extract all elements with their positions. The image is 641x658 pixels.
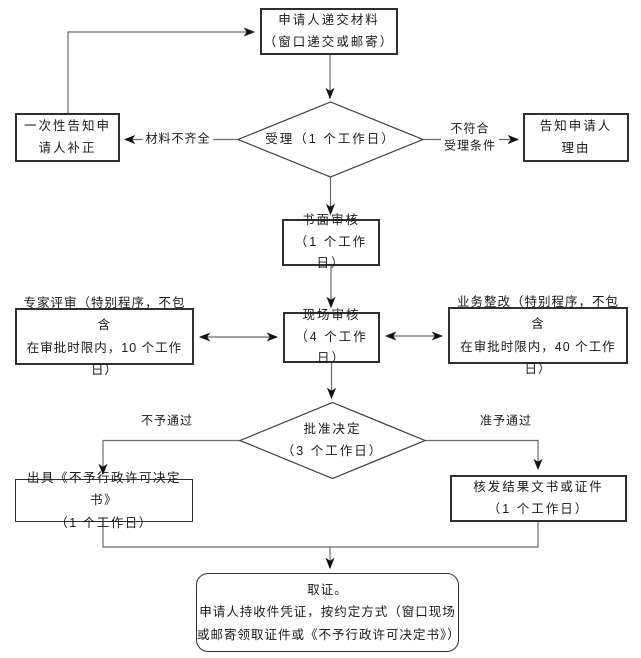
flowchart-node-written-review: 书面审核 （1 个工作日）	[282, 213, 380, 270]
node-text-line: 告知申请人	[539, 118, 613, 133]
flowchart-node-onsite-review: 现场审核 （4 个工作日）	[283, 308, 380, 365]
node-text-line: 一次性告知申	[23, 118, 111, 133]
flowchart-node-approval-decision: 批准决定 （3 个工作日）	[255, 413, 410, 468]
node-text-line: （1 个工作日）	[487, 501, 590, 516]
node-text-line: （4 个工作日）	[295, 329, 368, 366]
flowchart-node-accept-decision: 受理（1 个工作日）	[253, 112, 408, 167]
node-text-line: 现场审核	[302, 307, 361, 322]
node-text-line: 书面审核	[301, 212, 360, 227]
decision-diamond-shape	[238, 401, 427, 480]
flowchart-node-rectification: 业务整改（特别程序，不包含 在审批时限内，40 个工作日）	[448, 295, 628, 376]
node-text-line: 受理（1 个工作日）	[265, 131, 396, 146]
node-text-line: 业务整改（特别程序，不包含	[456, 294, 619, 332]
flowchart-node-obtain-certificate: 取证。 申请人持收件凭证，按约定方式（窗口现场 或邮寄领取证件或《不予行政许可决…	[196, 573, 461, 652]
accept-diamond-shape	[236, 101, 425, 178]
flowchart-node-deny-document: 出具《不予行政许可决定书》 （1 个工作日）	[15, 471, 193, 530]
node-text-line: 请人补正	[38, 140, 97, 155]
flowchart-node-notify-reason: 告知申请人 理由	[523, 113, 629, 162]
node-text-line: 在审批时限内，40 个工作日）	[460, 339, 616, 377]
node-text-line: 核发结果文书或证件	[473, 479, 604, 494]
node-text-line: 批准决定	[303, 422, 362, 437]
node-text-line: （3 个工作日）	[281, 443, 384, 458]
edge-label-approved: 准予通过	[476, 412, 536, 430]
node-text-line: （1 个工作日）	[294, 234, 368, 271]
edge-label-rejected: 不予通过	[137, 412, 197, 430]
node-text-line: 申请人递交材料	[278, 12, 380, 27]
edge-label-incomplete-materials: 材料不齐全	[142, 130, 214, 148]
flowchart-node-notify-correction: 一次性告知申 请人补正	[15, 113, 120, 162]
node-text-line: 或邮寄领取证件或《不予行政许可决定书》）	[197, 627, 461, 642]
node-text-line: 取证。	[307, 582, 348, 597]
node-text-line: 专家评审（特别程序，不包含	[23, 295, 186, 333]
node-text-line: 理由	[561, 140, 591, 155]
flowchart-node-expert-review: 专家评审（特别程序，不包含 在审批时限内，10 个工作日）	[15, 296, 194, 377]
flowchart-node-submit-materials: 申请人递交材料 （窗口递交或邮寄）	[260, 8, 398, 55]
node-text-line: （窗口递交或邮寄）	[263, 34, 395, 49]
node-text-line: 在审批时限内，10 个工作日）	[26, 340, 183, 378]
edge-label-not-qualified: 不符合 受理条件	[440, 120, 500, 156]
flowchart-node-issue-certificate: 核发结果文书或证件 （1 个工作日）	[450, 475, 627, 522]
node-text-line: （1 个工作日）	[55, 515, 153, 530]
node-text-line: 出具《不予行政许可决定书》	[26, 470, 181, 508]
node-text-line: 申请人持收件凭证，按约定方式（窗口现场	[199, 605, 456, 620]
